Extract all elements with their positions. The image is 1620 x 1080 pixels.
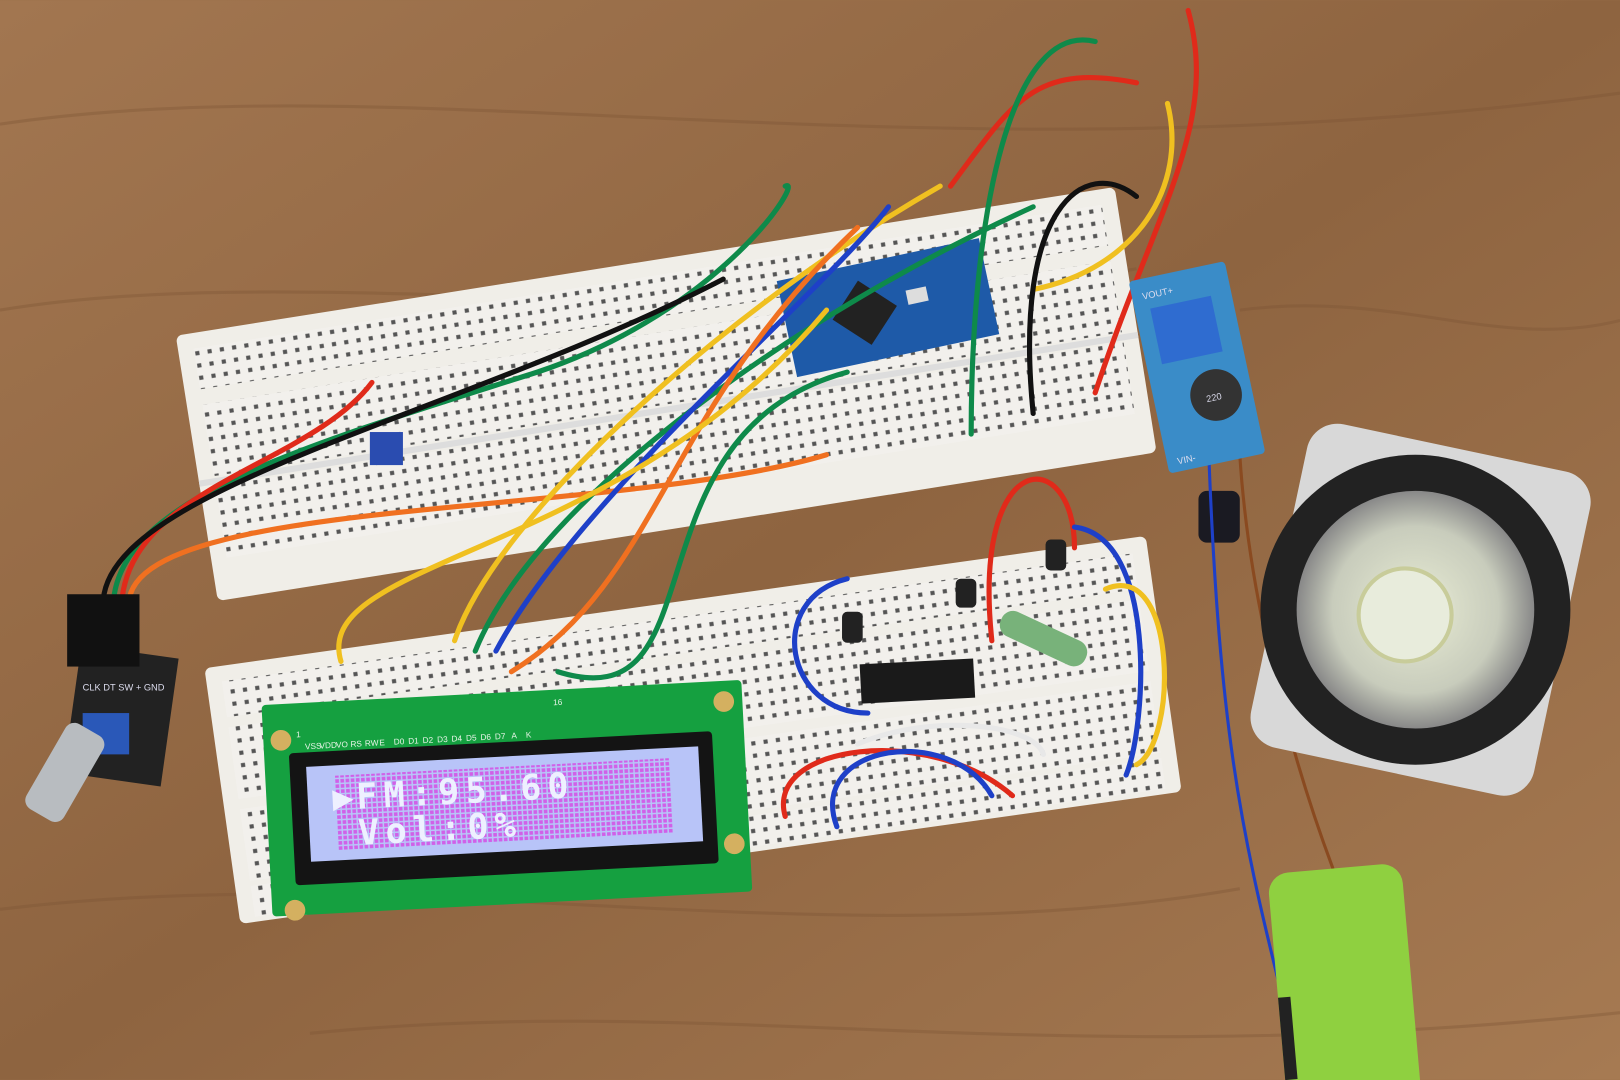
battery-18650 bbox=[1268, 864, 1420, 1080]
svg-text:D0: D0 bbox=[394, 737, 405, 747]
lcd-cursor: ▶ bbox=[332, 777, 361, 819]
wire-orange bbox=[508, 224, 861, 675]
svg-text:D7: D7 bbox=[495, 732, 506, 742]
svg-text:VDD: VDD bbox=[319, 741, 337, 751]
wire-yellow bbox=[1102, 583, 1167, 768]
wire-red bbox=[1092, 7, 1199, 396]
svg-text:D1: D1 bbox=[408, 736, 419, 746]
lcd-line-2: Vol:0% bbox=[357, 804, 523, 854]
lcd-pin-labels: VSS VDD VO RS RW E D0 D1 D2 D3 D4 D5 D6 … bbox=[305, 730, 532, 751]
inductor-label: 220 bbox=[1205, 391, 1222, 404]
power-resistor bbox=[999, 610, 1088, 667]
wire-red bbox=[986, 476, 1078, 644]
lcd-pin-16: 16 bbox=[553, 698, 563, 707]
ic-chip bbox=[859, 658, 976, 704]
svg-text:K: K bbox=[526, 730, 532, 739]
wire-red bbox=[947, 75, 1140, 189]
svg-text:RS: RS bbox=[350, 739, 362, 749]
vin-label: VIN- bbox=[1176, 453, 1196, 467]
capacitor bbox=[1045, 539, 1067, 571]
wire-red bbox=[780, 748, 1016, 819]
svg-text:D3: D3 bbox=[437, 735, 448, 745]
lcd-pin-1: 1 bbox=[296, 730, 301, 739]
lcd-1602-module: 1 16 VSS VDD VO RS RW E D0 D1 D2 D3 D4 D… bbox=[261, 680, 753, 921]
encoder-knob-shaft[interactable] bbox=[22, 719, 109, 826]
svg-text:D4: D4 bbox=[451, 734, 462, 744]
svg-text:D6: D6 bbox=[480, 733, 491, 743]
wire-yellow bbox=[452, 183, 943, 644]
wire-blue bbox=[1207, 453, 1283, 994]
wire-white bbox=[854, 722, 1047, 757]
svg-text:VSS: VSS bbox=[305, 741, 322, 751]
wire-blue bbox=[1071, 524, 1144, 778]
wire-yellow bbox=[336, 307, 830, 664]
potentiometer bbox=[369, 432, 403, 466]
encoder-pin-labels: CLK DT SW + GND bbox=[83, 682, 165, 692]
jumper-wires bbox=[100, 7, 1335, 994]
wire-blue bbox=[493, 204, 892, 654]
wire-red bbox=[119, 379, 375, 602]
capacitor bbox=[842, 611, 863, 643]
wire-yellow bbox=[1030, 100, 1175, 293]
svg-text:D5: D5 bbox=[466, 733, 477, 743]
wire-black bbox=[1027, 180, 1140, 417]
svg-text:RW: RW bbox=[365, 738, 379, 748]
svg-text:A: A bbox=[511, 731, 517, 740]
wire-orange bbox=[126, 452, 830, 602]
capacitor bbox=[955, 578, 977, 608]
speaker bbox=[1250, 423, 1591, 796]
wire-blue bbox=[830, 749, 995, 830]
rotary-encoder-module: CLK DT SW + GND bbox=[22, 594, 179, 826]
boost-converter-module: 220 VOUT+ VIN- bbox=[1129, 261, 1265, 473]
capacitor bbox=[1198, 490, 1240, 543]
wire-blue bbox=[792, 576, 871, 716]
wire-green bbox=[968, 37, 1098, 437]
svg-text:E: E bbox=[379, 738, 385, 747]
svg-text:VO: VO bbox=[336, 740, 349, 750]
wire-black bbox=[100, 276, 726, 602]
wire-green bbox=[555, 369, 850, 681]
svg-text:D2: D2 bbox=[422, 736, 433, 746]
